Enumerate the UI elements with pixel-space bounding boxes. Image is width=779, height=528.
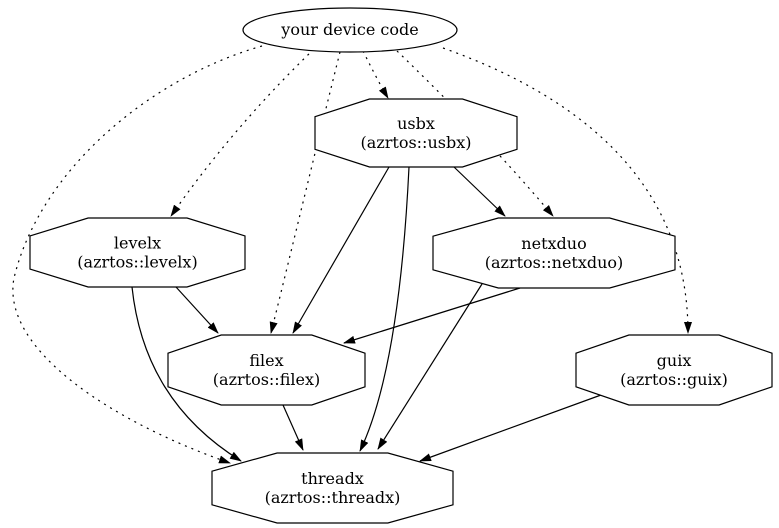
node-filex: filex(azrtos::filex) [167,334,366,406]
node-guix: guix(azrtos::guix) [575,334,773,406]
node-label: your device code [280,20,418,39]
node-sublabel: (azrtos::filex) [213,370,320,389]
node-levelx: levelx(azrtos::levelx) [29,217,246,288]
octagon-shape [432,217,676,289]
octagon-shape [167,334,366,406]
node-sublabel: (azrtos::guix) [620,370,728,389]
edge-usbx-to-threadx [359,166,410,452]
octagon-shape [29,217,246,288]
node-label: guix [657,351,692,370]
edge-filex-to-threadx [282,404,304,451]
edge-your-device-code-to-filex [269,51,341,334]
node-label: levelx [114,234,161,253]
edge-levelx-to-threadx [131,286,242,462]
octagon-shape [211,452,454,524]
edge-your-device-code-to-usbx [362,50,389,99]
edge-usbx-to-filex [292,166,390,334]
edge-usbx-to-netxduo [453,166,506,217]
node-usbx: usbx(azrtos::usbx) [314,98,518,168]
ellipse-shape [242,7,458,53]
edge-your-device-code-to-netxduo [396,50,554,217]
edge-your-device-code-to-levelx [170,48,315,217]
node-label: filex [249,351,283,370]
nodes-layer: your device codeusbx(azrtos::usbx)levelx… [29,7,773,524]
octagon-shape [575,334,773,406]
edge-guix-to-threadx [419,394,602,462]
node-netxduo: netxduo(azrtos::netxduo) [432,217,676,289]
octagon-shape [314,98,518,168]
node-threadx: threadx(azrtos::threadx) [211,452,454,524]
node-label: usbx [397,114,435,133]
edges-layer [12,45,692,464]
edge-netxduo-to-filex [343,287,521,344]
node-sublabel: (azrtos::netxduo) [485,253,624,272]
edge-netxduo-to-threadx [377,283,483,450]
edge-your-device-code-to-guix [442,47,692,334]
node-sublabel: (azrtos::levelx) [77,253,197,272]
node-label: netxduo [521,234,586,253]
node-label: threadx [301,469,364,488]
edge-levelx-to-filex [175,286,219,334]
node-your-device-code: your device code [242,7,458,53]
node-sublabel: (azrtos::usbx) [361,133,472,152]
node-sublabel: (azrtos::threadx) [265,488,401,507]
